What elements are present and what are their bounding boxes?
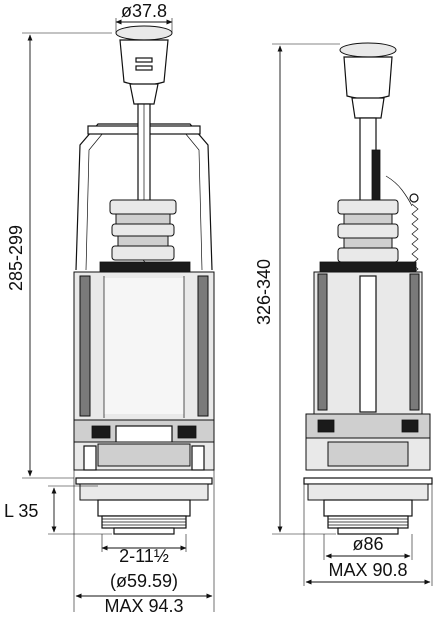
dim-max-front-width: MAX 94.3: [73, 442, 215, 616]
push-button-front: [115, 25, 173, 105]
lower-valve-front: [73, 419, 215, 471]
main-cylinder-front: [73, 271, 215, 421]
dim-height-front: 285-299: [6, 32, 112, 479]
push-button-side: [339, 42, 397, 119]
dim-thread-length: L 35: [4, 485, 112, 535]
label-top-diameter: ø37.8: [121, 1, 167, 21]
dim-height-side: 326-340: [254, 43, 340, 535]
label-height-side: 326-340: [254, 259, 274, 325]
label-base-diameter: ø86: [352, 534, 383, 554]
valve-body-front: [99, 199, 191, 273]
valve-body-side: [319, 199, 417, 273]
dim-top-diameter: ø37.8: [115, 1, 173, 33]
label-max-front-width: MAX 94.3: [104, 596, 183, 616]
label-max-side-width: MAX 90.8: [328, 560, 407, 580]
dim-max-side-width: MAX 90.8: [303, 484, 433, 586]
lower-valve-side: [305, 413, 431, 471]
label-height-front: 285-299: [6, 225, 26, 291]
front-view: [73, 25, 215, 535]
base-flange-front: [75, 477, 213, 535]
dim-thread: 2-11½ (ø59.59): [101, 534, 187, 591]
label-thread-size: 2-11½: [119, 546, 169, 566]
label-thread-diameter: (ø59.59): [110, 571, 178, 591]
dim-base-diameter: ø86: [323, 534, 413, 560]
label-thread-length: L 35: [4, 501, 38, 521]
main-cylinder-side: [313, 271, 423, 415]
side-view: [303, 42, 433, 535]
base-flange-side: [303, 477, 433, 535]
